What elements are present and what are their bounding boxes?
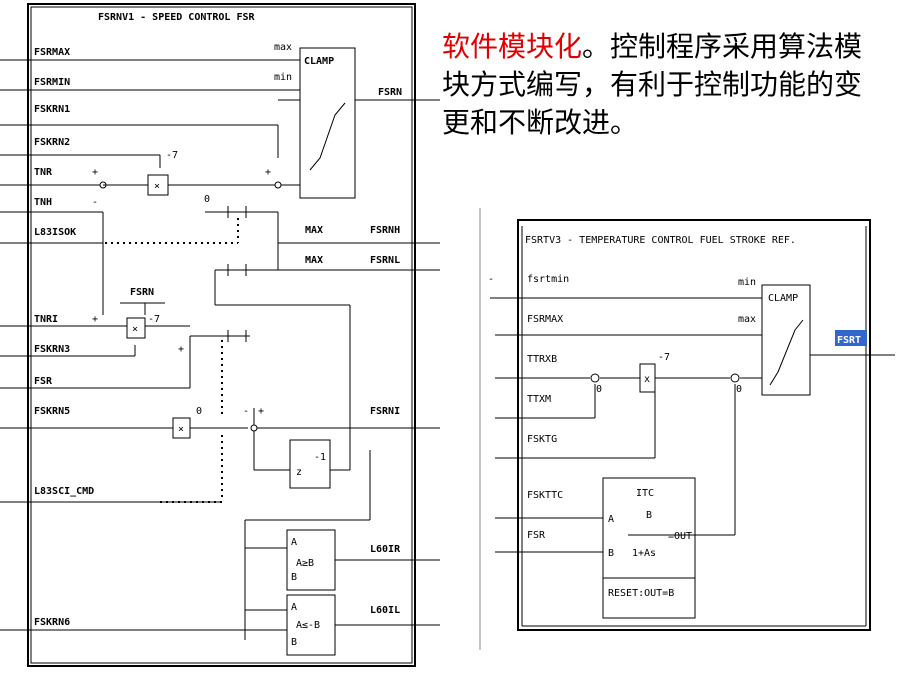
output-fsrnl: FSRNL [370, 255, 400, 266]
input-fskrn5: FSKRN5 [34, 406, 70, 417]
itc-block [602, 477, 696, 619]
left-input-lines [0, 59, 300, 631]
rin-fsr: FSR [527, 530, 546, 541]
itc-b: B [608, 548, 614, 559]
gain-1: -7 [166, 150, 178, 161]
rin-fsrmax: FSRMAX [527, 314, 563, 325]
max-label-2: MAX [305, 255, 323, 266]
delay-num: -1 [314, 452, 326, 463]
sign-plus-4: + [178, 344, 184, 355]
cmp2-a: A [291, 602, 297, 613]
sign-minus-1: - [92, 197, 98, 208]
right-zero-2: 0 [736, 384, 742, 395]
caption-highlight: 软件模块化 [442, 30, 583, 63]
right-clamp-min: min [738, 277, 756, 288]
cmp1-b: B [291, 572, 297, 583]
right-labels: FSRTV3 - TEMPERATURE CONTROL FUEL STROKE… [488, 235, 861, 599]
left-clamp-min: min [274, 72, 292, 83]
left-multiply-block-2 [126, 317, 146, 339]
right-title: FSRTV3 - TEMPERATURE CONTROL FUEL STROKE… [525, 235, 796, 246]
left-clamp-symbol [309, 102, 346, 171]
right-clamp-symbol [769, 319, 804, 386]
itc-tf: 1+As [632, 548, 656, 559]
right-zero-1: 0 [596, 384, 602, 395]
mult-3: × [178, 424, 184, 435]
input-tnri: TNRI [34, 314, 58, 325]
left-clamp-block [299, 47, 356, 199]
mult-1: × [154, 181, 160, 192]
left-labels: FSRNV1 - SPEED CONTROL FSR FSRMAX FSRMIN… [34, 12, 402, 648]
right-dash: - [488, 274, 494, 285]
mult-2: × [132, 324, 138, 335]
left-diagram [0, 3, 440, 667]
fsrt-highlight [835, 330, 867, 346]
rin-fsrtmin: fsrtmin [527, 274, 569, 285]
fsrn-feedback: FSRN [130, 287, 154, 298]
sign-plus-5: + [258, 406, 264, 417]
cmp2-op: A≤-B [296, 620, 320, 631]
left-frame-inner [30, 6, 413, 664]
sign-plus-3: + [92, 314, 98, 325]
left-title: FSRNV1 - SPEED CONTROL FSR [98, 12, 256, 23]
itc-reset: RESET:OUT=B [608, 588, 674, 599]
output-fsrni: FSRNI [370, 406, 400, 417]
caption-text: 。控制程序采用算法模块方式编写，有利于控制功能的变更和不断改进。 [442, 30, 863, 139]
itc-b-top: B [646, 510, 652, 521]
input-fskrn6: FSKRN6 [34, 617, 70, 628]
input-fsrmax: FSRMAX [34, 47, 70, 58]
output-fsrt: FSRT [837, 335, 861, 346]
right-clamp-label: CLAMP [768, 293, 798, 304]
right-diagram [479, 208, 895, 650]
right-clamp-max: max [738, 314, 756, 325]
input-fskrn2: FSKRN2 [34, 137, 70, 148]
right-clamp-block [761, 284, 811, 396]
left-clamp-max: max [274, 42, 292, 53]
rin-fskttc: FSKTTC [527, 490, 563, 501]
input-tnr: TNR [34, 167, 53, 178]
rin-fsktg: FSKTG [527, 434, 557, 445]
itc-out: =OUT [668, 531, 692, 542]
gain-2: -7 [148, 314, 160, 325]
left-frame [27, 3, 416, 667]
output-fsrnh: FSRNH [370, 225, 400, 236]
output-fsrn: FSRN [378, 87, 402, 98]
input-tnh: TNH [34, 197, 52, 208]
rin-ttxm: TTXM [527, 394, 551, 405]
input-l83isok: L83ISOK [34, 227, 76, 238]
zero-1: 0 [204, 194, 210, 205]
sign-plus-1: + [92, 167, 98, 178]
output-l60ir: L60IR [370, 544, 401, 555]
input-fskrn1: FSKRN1 [34, 104, 70, 115]
right-mult: x [644, 374, 650, 385]
cmp1-op: A≥B [296, 558, 314, 569]
rin-ttrxb: TTRXB [527, 354, 557, 365]
caption: 软件模块化。控制程序采用算法模块方式编写，有利于控制功能的变更和不断改进。 [442, 28, 882, 142]
input-l83sci-cmd: L83SCI_CMD [34, 486, 94, 497]
itc-a: A [608, 514, 614, 525]
delay-var: z [296, 467, 302, 478]
right-gain: -7 [658, 352, 670, 363]
sign-plus-2: + [265, 167, 271, 178]
right-frame [517, 219, 871, 631]
cmp1-a: A [291, 537, 297, 548]
left-delay-block [289, 439, 331, 489]
input-fsrmin: FSRMIN [34, 77, 70, 88]
left-clamp-label: CLAMP [304, 56, 334, 67]
itc-title: ITC [636, 488, 654, 499]
zero-2: 0 [196, 406, 202, 417]
output-l60il: L60IL [370, 605, 400, 616]
input-fskrn3: FSKRN3 [34, 344, 70, 355]
sign-minus-2: - [243, 406, 249, 417]
input-fsr: FSR [34, 376, 53, 387]
left-dotted-links [105, 218, 239, 503]
left-multiply-block-3 [172, 417, 191, 439]
cmp2-b: B [291, 637, 297, 648]
max-label-1: MAX [305, 225, 323, 236]
